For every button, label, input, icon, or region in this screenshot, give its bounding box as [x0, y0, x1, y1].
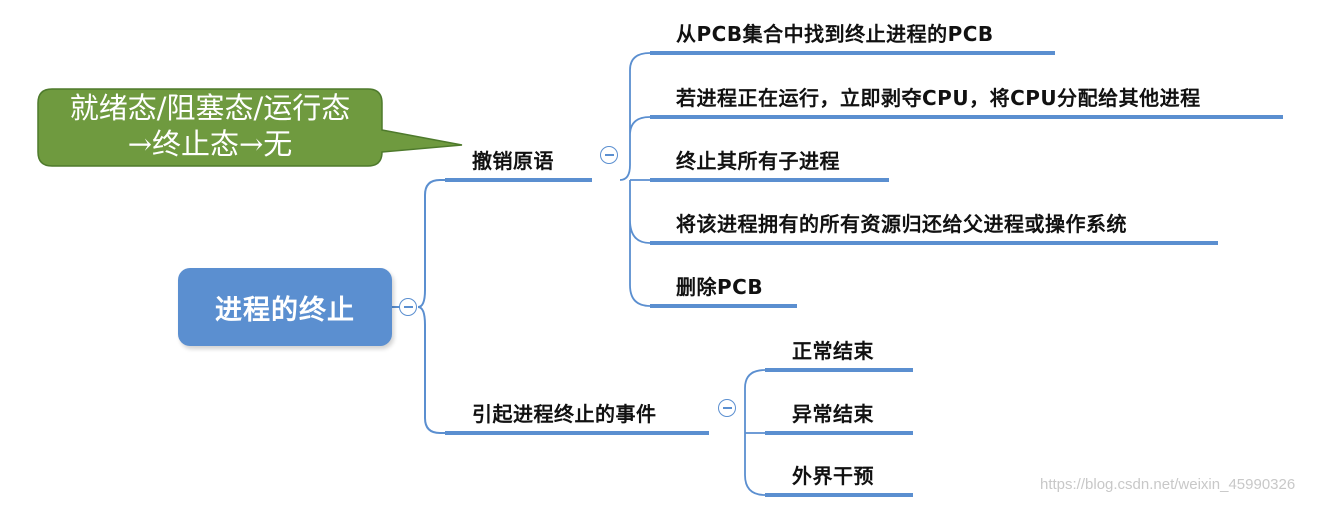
- connector-root-branch2: [417, 306, 445, 434]
- connector-branch2-children: [744, 369, 766, 496]
- revoke-step-3[interactable]: 终止其所有子进程: [676, 149, 840, 173]
- root-label: 进程的终止: [215, 294, 355, 326]
- event-abnormal-end[interactable]: 异常结束: [792, 402, 874, 426]
- connector-root-branch1: [392, 179, 445, 308]
- root-collapse-icon[interactable]: [399, 298, 417, 316]
- event-normal-end[interactable]: 正常结束: [792, 339, 874, 363]
- revoke-step-1[interactable]: 从PCB集合中找到终止进程的PCB: [676, 22, 994, 46]
- branch-termination-events[interactable]: 引起进程终止的事件: [472, 402, 657, 426]
- watermark: https://blog.csdn.net/weixin_45990326: [1040, 476, 1296, 493]
- callout-line-1: 就绪态/阻塞态/运行态: [69, 91, 351, 125]
- connector-branch1-children: [619, 52, 651, 307]
- event-external-intervention[interactable]: 外界干预: [792, 464, 874, 488]
- callout-line-2: →终止态→无: [127, 127, 293, 161]
- branch-revoke-primitive[interactable]: 撤销原语: [472, 149, 554, 173]
- callout: 就绪态/阻塞态/运行态 →终止态→无: [38, 90, 382, 162]
- revoke-step-5[interactable]: 删除PCB: [676, 275, 764, 299]
- branch1-collapse-icon[interactable]: [600, 146, 618, 164]
- branch2-collapse-icon[interactable]: [718, 399, 736, 417]
- callout-bubble: [37, 88, 463, 167]
- root-node[interactable]: 进程的终止: [178, 268, 392, 346]
- revoke-step-2[interactable]: 若进程正在运行，立即剥夺CPU，将CPU分配给其他进程: [676, 86, 1201, 110]
- revoke-step-4[interactable]: 将该进程拥有的所有资源归还给父进程或操作系统: [676, 212, 1127, 236]
